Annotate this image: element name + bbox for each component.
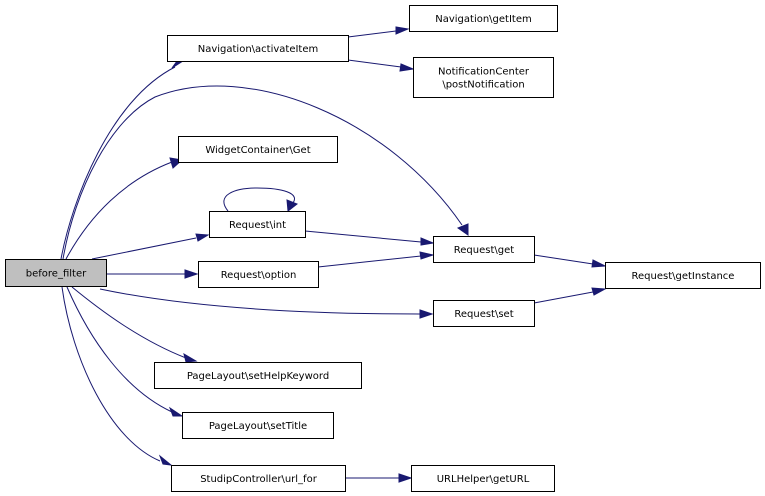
node-req-int[interactable]: Request\int <box>209 211 306 238</box>
edge-nav_activate-to-nav_getitem <box>347 26 410 38</box>
nodes-layer: before_filter Navigation\activateItem Navi… <box>5 5 761 492</box>
edge-line <box>347 30 397 38</box>
node-box <box>167 35 349 62</box>
node-box <box>182 412 334 439</box>
node-box <box>198 261 319 288</box>
node-label: \postNotification <box>442 80 524 91</box>
node-box <box>171 465 346 492</box>
node-notif-post[interactable]: NotificationCenter \postNotification <box>413 57 554 98</box>
arrowhead-icon <box>184 269 199 279</box>
node-label: WidgetContainer\Get <box>205 145 310 156</box>
arrowhead-icon <box>419 251 435 260</box>
edge-before_filter-to-req_int <box>91 233 210 260</box>
arrowhead-icon <box>399 63 415 72</box>
node-box <box>411 465 555 492</box>
node-box <box>5 259 107 287</box>
edge-before_filter-to-studip_urlfor <box>61 286 173 466</box>
edge-line <box>91 237 197 260</box>
edge-line <box>347 59 402 68</box>
edge-req_get-to-req_getinstance <box>533 254 607 268</box>
node-label: Request\getInstance <box>632 271 735 282</box>
edge-line <box>304 230 422 243</box>
node-pl-helpkw[interactable]: PageLayout\setHelpKeyword <box>154 362 362 389</box>
edge-studip_urlfor-to-urlhelper_geturl <box>345 473 413 483</box>
edge-before_filter-to-nav_activate <box>60 56 184 260</box>
edges-layer <box>60 26 607 483</box>
node-label: Request\option <box>221 270 297 281</box>
arrowhead-icon <box>456 223 469 236</box>
node-box <box>409 5 558 32</box>
node-nav-getitem[interactable]: Navigation\getItem <box>409 5 558 32</box>
edge-before_filter-to-req_option <box>107 269 199 279</box>
node-box <box>178 136 338 163</box>
node-widget-get[interactable]: WidgetContainer\Get <box>178 136 338 163</box>
node-box <box>433 300 535 327</box>
arrowhead-icon <box>398 473 413 483</box>
node-label: Request\get <box>454 245 514 256</box>
arrowhead-icon <box>591 287 607 296</box>
arrowhead-icon <box>183 352 198 363</box>
edge-line <box>61 286 161 462</box>
node-req-get[interactable]: Request\get <box>433 236 535 263</box>
node-label: Navigation\getItem <box>435 14 532 25</box>
node-urlhelper-geturl[interactable]: URLHelper\getURL <box>411 465 555 492</box>
edge-line <box>533 291 594 304</box>
node-req-getinstance[interactable]: Request\getInstance <box>605 262 761 289</box>
arrowhead-icon <box>419 309 434 319</box>
edge-line <box>62 85 463 260</box>
node-box <box>154 362 362 389</box>
edge-line <box>60 66 176 260</box>
node-studip-urlfor[interactable]: StudipController\url_for <box>171 465 346 492</box>
node-box <box>605 262 761 289</box>
edge-req_int-to-req_get <box>304 230 435 246</box>
edge-req_set-to-req_getinstance <box>533 287 607 304</box>
node-label: PageLayout\setTitle <box>209 421 307 432</box>
arrowhead-icon <box>195 233 210 242</box>
arrowhead-icon <box>420 237 435 246</box>
edge-line <box>533 254 594 265</box>
arrowhead-icon <box>591 259 607 268</box>
node-label: Navigation\activateItem <box>198 44 319 55</box>
edge-before_filter-to-req_set <box>99 288 434 319</box>
edge-before_filter-to-pl_helpkw <box>71 286 198 363</box>
arrowhead-icon <box>158 454 173 466</box>
node-req-option[interactable]: Request\option <box>198 261 319 288</box>
node-label: NotificationCenter <box>438 67 530 78</box>
edge-line <box>99 288 421 315</box>
node-label: Request\int <box>229 220 286 231</box>
node-before-filter[interactable]: before_filter <box>5 259 107 287</box>
node-box <box>433 236 535 263</box>
edge-nav_activate-to-notif_post <box>347 59 415 72</box>
edge-before_filter-to-pl_settitle <box>66 286 184 417</box>
edge-line <box>65 161 173 260</box>
node-label: URLHelper\getURL <box>437 474 530 485</box>
node-pl-settitle[interactable]: PageLayout\setTitle <box>182 412 334 439</box>
node-box <box>413 57 554 98</box>
edge-line <box>223 187 295 212</box>
edge-line <box>71 286 187 359</box>
edge-req_option-to-req_get <box>317 251 435 268</box>
edge-before_filter-to-req_get <box>62 85 469 260</box>
node-label: StudipController\url_for <box>200 474 318 485</box>
edge-line <box>66 286 173 413</box>
node-label: before_filter <box>26 269 87 280</box>
arrowhead-icon <box>168 406 184 417</box>
node-nav-activate[interactable]: Navigation\activateItem <box>167 35 349 62</box>
arrowhead-icon <box>286 199 298 212</box>
node-req-set[interactable]: Request\set <box>433 300 535 327</box>
edge-line <box>317 255 422 268</box>
edge-req_int-to-req_int <box>223 187 298 212</box>
arrowhead-icon <box>395 26 410 35</box>
node-label: Request\set <box>454 309 513 320</box>
node-box <box>209 211 306 238</box>
node-label: PageLayout\setHelpKeyword <box>187 371 329 382</box>
